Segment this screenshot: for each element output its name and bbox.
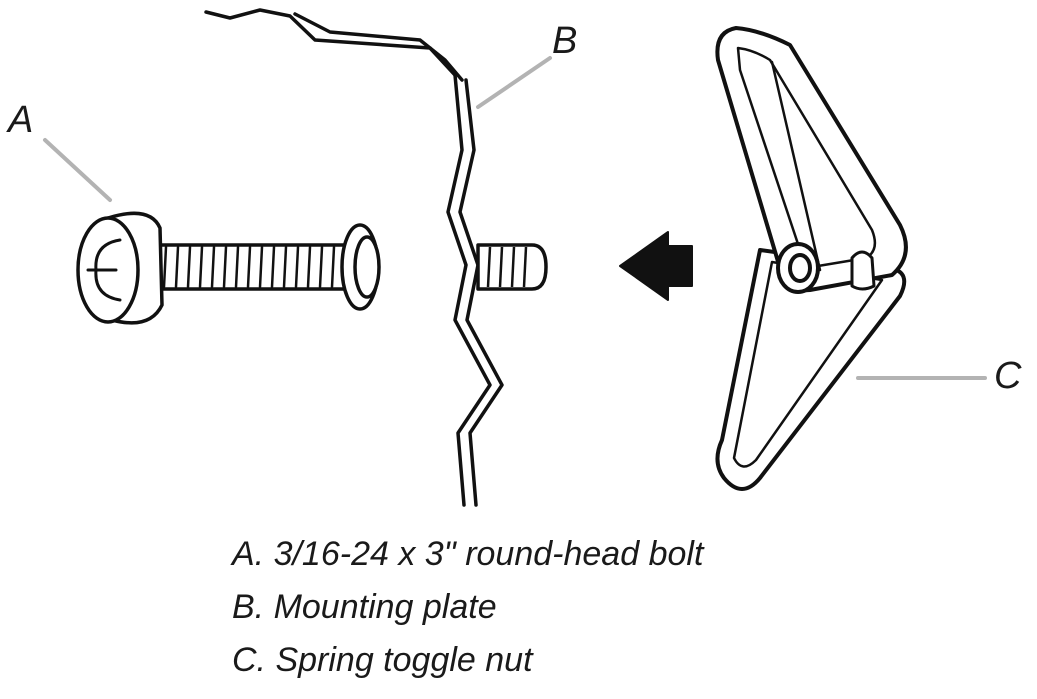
legend: A. 3/16-24 x 3" round-head bolt B. Mount… [232,528,703,687]
callout-label-b: B [552,20,577,62]
direction-arrow-icon [619,231,693,301]
bolt-tip [476,243,548,291]
callout-label-c: C [994,355,1022,397]
leader-line-b [476,56,552,109]
legend-item-c: C. Spring toggle nut [232,641,533,679]
mounting-plate [204,8,504,507]
round-head-bolt [76,211,381,325]
legend-item-b: B. Mounting plate [232,588,497,626]
legend-item-a: A. 3/16-24 x 3" round-head bolt [232,535,704,573]
spring-toggle-nut [715,26,908,491]
leader-line-a [43,138,112,202]
callout-label-a: A [6,99,33,141]
